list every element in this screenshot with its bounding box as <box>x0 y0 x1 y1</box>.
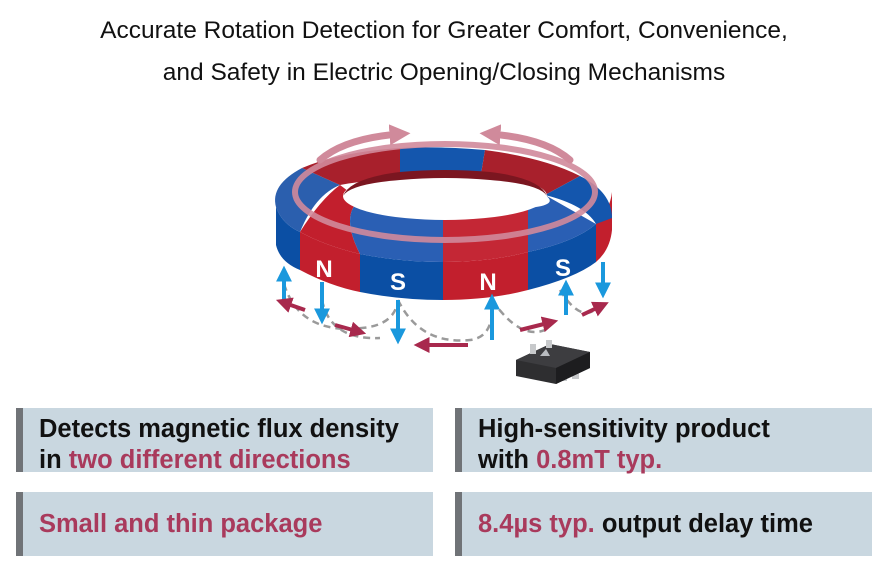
feature-highlight: two different directions <box>68 446 351 474</box>
feature-highlight: 8.4µs typ. <box>478 509 595 538</box>
feature-highlight: 0.8mT typ. <box>536 446 663 474</box>
feature-box-sensitivity: High-sensitivity product with 0.8mT typ. <box>455 408 872 474</box>
feature-text-suffix: output delay time <box>594 509 813 538</box>
pole-label-n-2: N <box>479 269 496 296</box>
title-line-2: and Safety in Electric Opening/Closing M… <box>162 59 726 86</box>
ic-chip-icon <box>516 340 590 384</box>
title-line-1: Accurate Rotation Detection for Greater … <box>100 17 788 44</box>
pole-label-n-1: N <box>315 256 332 283</box>
feature-text-prefix: with <box>478 446 537 474</box>
page-title: Accurate Rotation Detection for Greater … <box>0 10 888 94</box>
feature-text-prefix: in <box>39 446 69 474</box>
feature-box-delay: 8.4µs typ. output delay time <box>455 492 872 556</box>
flux-arrows <box>276 262 611 345</box>
feature-box-dual-direction: Detects magnetic flux density in two dif… <box>16 408 433 474</box>
feature-box-package: Small and thin package <box>16 492 433 556</box>
feature-text-line: Detects magnetic flux density <box>39 415 399 443</box>
pole-labels: N S N S <box>315 255 571 296</box>
feature-text-line: High-sensitivity product <box>478 415 770 443</box>
field-arrows <box>275 297 609 353</box>
pole-label-s-1: S <box>390 269 406 296</box>
rotation-arrows <box>292 124 598 243</box>
magnet-ring-diagram: N S N S <box>275 124 612 384</box>
pole-label-s-2: S <box>555 255 571 282</box>
feature-highlight: Small and thin package <box>39 509 323 538</box>
